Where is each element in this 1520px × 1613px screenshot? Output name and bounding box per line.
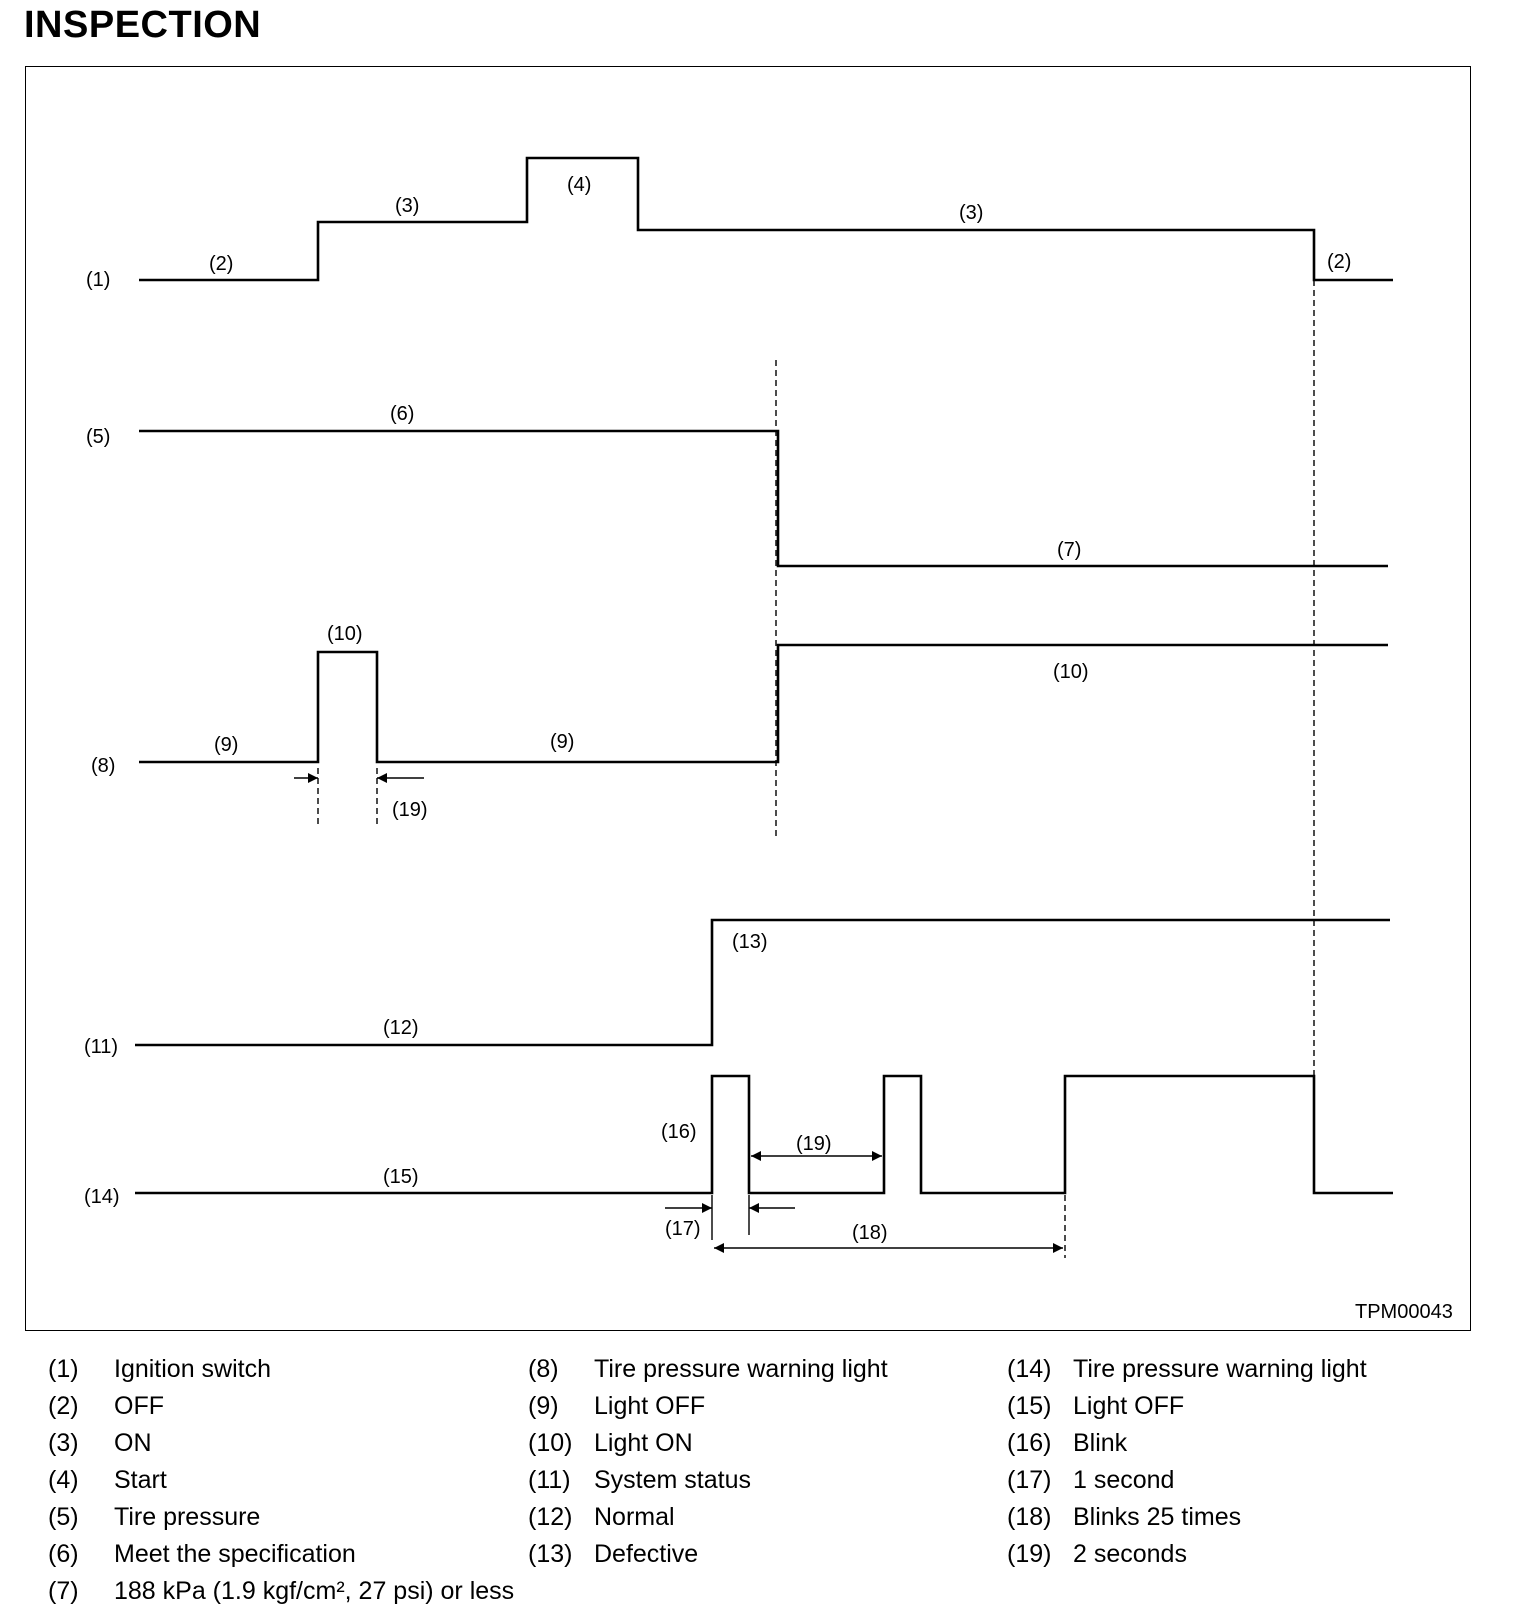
legend-number: (17) — [1007, 1466, 1052, 1494]
legend-text: 2 seconds — [1073, 1540, 1187, 1568]
diagram-frame — [25, 66, 1471, 1331]
legend-text: Tire pressure — [114, 1503, 261, 1531]
label-11: (11) — [84, 1036, 118, 1058]
legend-number: (8) — [528, 1355, 559, 1383]
legend-text: Start — [114, 1466, 167, 1494]
legend-number: (15) — [1007, 1392, 1052, 1420]
legend-number: (1) — [48, 1355, 79, 1383]
legend-text: OFF — [114, 1392, 164, 1420]
label-1: (1) — [86, 269, 110, 291]
legend-text: Light OFF — [1073, 1392, 1185, 1420]
label-18: (18) — [852, 1222, 888, 1244]
legend-text: 1 second — [1073, 1466, 1175, 1494]
dim-19b-arrow-right — [872, 1151, 882, 1161]
dim-18-arrow-right — [1053, 1243, 1063, 1253]
legend-text: Defective — [594, 1540, 699, 1568]
legend-number: (9) — [528, 1392, 559, 1420]
tire-pressure-waveform — [139, 429, 1388, 568]
legend-number: (10) — [528, 1429, 573, 1457]
dim-17-arrow-left — [702, 1203, 712, 1213]
legend-text: Tire pressure warning light — [1073, 1355, 1367, 1383]
legend-text: Blink — [1073, 1429, 1128, 1457]
legend-text: Light ON — [594, 1429, 693, 1457]
legend-number: (4) — [48, 1466, 79, 1494]
dim-18-arrow-left — [714, 1243, 724, 1253]
label-8: (8) — [91, 755, 115, 777]
figure-code: TPM00043 — [1355, 1301, 1453, 1323]
legend-number: (5) — [48, 1503, 79, 1531]
legend-number: (6) — [48, 1540, 79, 1568]
legend-text: Tire pressure warning light — [594, 1355, 888, 1383]
label-3-right: (3) — [959, 202, 983, 224]
ignition-switch-waveform — [139, 156, 1393, 282]
label-2-right: (2) — [1327, 251, 1351, 273]
legend-text: System status — [594, 1466, 751, 1494]
label-3-left: (3) — [395, 195, 419, 217]
label-10-steady: (10) — [1053, 661, 1089, 683]
warning-light-waveform-14 — [135, 1074, 1393, 1195]
legend-text: Blinks 25 times — [1073, 1503, 1242, 1531]
label-13: (13) — [732, 931, 768, 953]
label-4: (4) — [567, 174, 591, 196]
page-title: INSPECTION — [24, 4, 262, 46]
legend-number: (12) — [528, 1503, 573, 1531]
legend-number: (13) — [528, 1540, 573, 1568]
label-5: (5) — [86, 426, 110, 448]
legend: (1) Ignition switch (2) OFF (3) ON (4) Start… — [0, 1355, 1520, 1610]
legend-number: (2) — [48, 1392, 79, 1420]
label-10-pulse: (10) — [327, 623, 363, 645]
label-16: (16) — [661, 1121, 697, 1143]
legend-number: (11) — [528, 1466, 571, 1494]
label-12: (12) — [383, 1017, 419, 1039]
label-2-left: (2) — [209, 253, 233, 275]
label-19-first: (19) — [392, 799, 428, 821]
legend-number: (18) — [1007, 1503, 1052, 1531]
label-9-right: (9) — [550, 731, 574, 753]
label-14: (14) — [84, 1186, 120, 1208]
system-status-waveform — [135, 918, 1390, 1047]
label-7: (7) — [1057, 539, 1081, 561]
legend-text: Normal — [594, 1503, 675, 1531]
legend-number: (16) — [1007, 1429, 1052, 1457]
legend-text: ON — [114, 1429, 152, 1457]
label-6: (6) — [390, 403, 414, 425]
dim-17-arrow-right — [749, 1203, 759, 1213]
legend-number: (19) — [1007, 1540, 1052, 1568]
label-17: (17) — [665, 1218, 701, 1240]
legend-text: Meet the specification — [114, 1540, 356, 1568]
legend-text: Light OFF — [594, 1392, 706, 1420]
label-15: (15) — [383, 1166, 419, 1188]
legend-number: (7) — [48, 1577, 79, 1605]
label-19-second: (19) — [796, 1133, 832, 1155]
dim-19a-arrow-right — [377, 773, 387, 783]
legend-text: 188 kPa (1.9 kgf/cm², 27 psi) or less — [114, 1577, 515, 1605]
dim-19b-arrow-left — [751, 1151, 761, 1161]
label-9-left: (9) — [214, 734, 238, 756]
dim-19a-arrow-left — [308, 773, 318, 783]
legend-number: (3) — [48, 1429, 79, 1457]
warning-light-waveform-8 — [139, 643, 1388, 764]
legend-number: (14) — [1007, 1355, 1052, 1383]
legend-text: Ignition switch — [114, 1355, 272, 1383]
